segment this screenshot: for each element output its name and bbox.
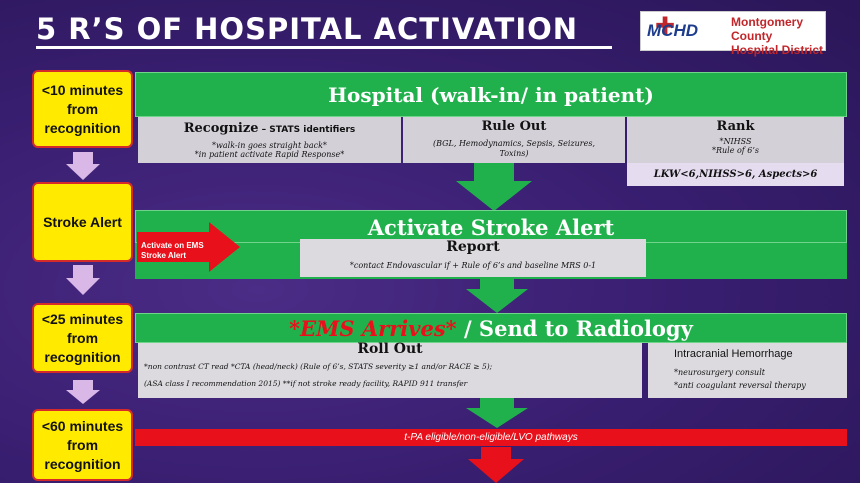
ich-box: Intracranial Hemorrhage *neurosurgery co… — [648, 343, 847, 398]
ich-line2: *anti coagulant reversal therapy — [674, 381, 806, 390]
timeline-25-min: <25 minutes from recognition — [32, 303, 133, 373]
rollout-line1: *non contrast CT read *CTA (head/neck) (… — [144, 362, 493, 371]
recognize-line1: *walk-in goes straight back* — [212, 141, 327, 150]
ems-arrives-text: EMS Arrives — [300, 316, 446, 341]
rank-box: Rank *NIHSS *Rule of 6’s — [627, 117, 844, 163]
timeline-label: <60 minutes from recognition — [41, 417, 124, 472]
title-underline — [36, 46, 612, 49]
ems-send-text: / Send to Radiology — [456, 316, 693, 341]
flow-arrow-3 — [466, 398, 528, 428]
ems-star-right: * — [445, 316, 457, 341]
timeline-arrow-2 — [66, 265, 100, 295]
rank-line1: *NIHSS — [719, 137, 752, 146]
timeline-label: Stroke Alert — [43, 213, 122, 230]
timeline-10-min: <10 minutes from recognition — [32, 70, 133, 148]
timeline-stroke-alert: Stroke Alert — [32, 182, 133, 262]
timeline-arrow-1 — [66, 152, 100, 180]
ich-line1: *neurosurgery consult — [674, 368, 765, 377]
rollout-box: Roll Out *non contrast CT read *CTA (hea… — [138, 341, 642, 398]
flow-arrow-1 — [456, 163, 532, 211]
hospital-header: Hospital (walk-in/ in patient) — [135, 72, 847, 117]
ems-activate-arrow — [137, 222, 240, 272]
rank-line2: *Rule of 6’s — [711, 146, 760, 155]
tpa-text: t-PA eligible/non-eligible/LVO pathways — [404, 432, 578, 443]
report-box: Report *contact Endovascular if + Rule o… — [300, 239, 646, 277]
timeline-label: <10 minutes from recognition — [41, 81, 124, 136]
recognize-box: Recognize – STATS identifiers *walk-in g… — [138, 117, 401, 163]
ich-title: Intracranial Hemorrhage — [674, 348, 793, 360]
report-title: Report — [446, 239, 500, 255]
medical-cross-icon: ✚ — [655, 13, 676, 40]
ems-activate-label: Activate on EMS Stroke Alert — [141, 241, 204, 260]
timeline-60-min: <60 minutes from recognition — [32, 409, 133, 481]
logo-line1: Montgomery County — [731, 15, 803, 43]
recognize-title: Recognize — [183, 121, 259, 136]
ruleout-text: (BGL, Hemodynamics, Sepsis, Seizures, To… — [433, 139, 595, 158]
tpa-bar: t-PA eligible/non-eligible/LVO pathways — [135, 429, 847, 446]
ems-header: *EMS Arrives* / Send to Radiology — [135, 313, 847, 343]
ruleout-title: Rule Out — [481, 119, 547, 134]
timeline-label: <25 minutes from recognition — [41, 310, 124, 365]
activate-header-text: Activate Stroke Alert — [367, 215, 615, 240]
rollout-title: Roll Out — [357, 341, 423, 357]
recognize-line2: *in patient activate Rapid Response* — [194, 150, 345, 159]
ruleout-box: Rule Out (BGL, Hemodynamics, Sepsis, Sei… — [403, 117, 625, 163]
rank-criteria: LKW<6,NIHSS>6, Aspects>6 — [627, 163, 844, 186]
logo-abbr: MCHD — [647, 21, 698, 40]
hospital-header-text: Hospital (walk-in/ in patient) — [328, 83, 654, 107]
rollout-line2: (ASA class I recommendation 2015) **if n… — [144, 379, 468, 388]
logo-line2: Hospital District — [731, 43, 824, 57]
rank-title: Rank — [716, 119, 755, 134]
ems-star-left: * — [289, 316, 301, 341]
recognize-suffix: – STATS identifiers — [258, 125, 356, 135]
flow-arrow-red — [468, 447, 524, 483]
report-text: *contact Endovascular if + Rule of 6’s a… — [349, 261, 597, 270]
flow-arrow-2 — [466, 277, 528, 313]
timeline-arrow-3 — [66, 380, 100, 404]
mchd-logo: ✚ MCHD Montgomery County Hospital Distri… — [640, 11, 826, 57]
logo-org-name: Montgomery County Hospital District — [731, 15, 825, 57]
page-title: 5 R’S OF HOSPITAL ACTIVATION — [36, 12, 579, 46]
